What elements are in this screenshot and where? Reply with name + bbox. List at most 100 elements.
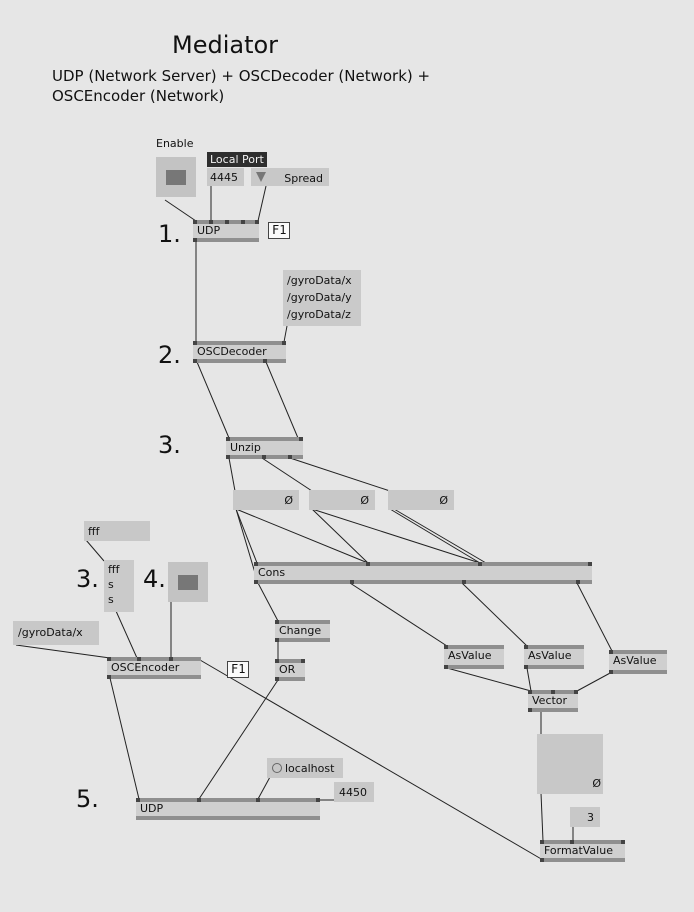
osc-encoder-node[interactable]: OSCEncoder xyxy=(107,657,201,679)
pin[interactable] xyxy=(621,840,625,844)
pin[interactable] xyxy=(366,562,370,566)
remote-port-input[interactable]: 4450 xyxy=(334,782,374,802)
wire-types-encoder xyxy=(115,610,138,659)
pin[interactable] xyxy=(551,690,555,694)
pin[interactable] xyxy=(107,675,111,679)
asvalue-label: AsValue xyxy=(528,649,572,662)
pin[interactable] xyxy=(263,359,267,363)
format-value-node[interactable]: FormatValue xyxy=(540,840,625,862)
pin[interactable] xyxy=(316,798,320,802)
node-top-bar xyxy=(226,437,303,441)
pin[interactable] xyxy=(478,562,482,566)
output-value: Ø xyxy=(284,494,293,507)
pin[interactable] xyxy=(588,562,592,566)
pin[interactable] xyxy=(282,341,286,345)
wire-cons-asvalue2 xyxy=(461,582,528,647)
pin[interactable] xyxy=(576,580,580,584)
pin[interactable] xyxy=(262,455,266,459)
pin[interactable] xyxy=(193,220,197,224)
pin[interactable] xyxy=(193,359,197,363)
pin[interactable] xyxy=(137,657,141,661)
pin[interactable] xyxy=(275,620,279,624)
pin[interactable] xyxy=(136,798,140,802)
pin[interactable] xyxy=(254,562,258,566)
pin[interactable] xyxy=(524,645,528,649)
spread-input[interactable]: Spread xyxy=(251,168,329,186)
pin[interactable] xyxy=(209,220,213,224)
vector-node[interactable]: Vector xyxy=(528,690,578,712)
node-bottom-bar xyxy=(444,665,504,669)
pin[interactable] xyxy=(193,238,197,242)
asvalue-node-2[interactable]: AsValue xyxy=(524,645,584,669)
pin[interactable] xyxy=(226,455,230,459)
pin[interactable] xyxy=(540,840,544,844)
address-list[interactable]: /gyroData/x /gyroData/y /gyroData/z xyxy=(283,270,361,326)
precision-input[interactable]: 3 xyxy=(570,807,600,827)
pin[interactable] xyxy=(444,665,448,669)
node-top-bar xyxy=(136,798,320,802)
unzip-output-3[interactable]: Ø xyxy=(388,490,454,510)
enable-toggle[interactable] xyxy=(156,157,196,197)
pin[interactable] xyxy=(255,220,259,224)
send-toggle[interactable] xyxy=(168,562,208,602)
or-node[interactable]: OR xyxy=(275,659,305,681)
pin[interactable] xyxy=(574,690,578,694)
pin[interactable] xyxy=(107,657,111,661)
subtitle-line-2: OSCEncoder (Network) xyxy=(52,87,225,105)
change-node[interactable]: Change xyxy=(275,620,330,642)
host-input[interactable]: localhost xyxy=(267,758,343,778)
pin[interactable] xyxy=(275,677,279,681)
pin[interactable] xyxy=(256,798,260,802)
pin[interactable] xyxy=(288,455,292,459)
vector-output-display[interactable]: Ø xyxy=(537,734,603,794)
pin[interactable] xyxy=(193,341,197,345)
asvalue-node-3[interactable]: AsValue xyxy=(609,650,667,674)
wire-address-encoder xyxy=(15,644,111,659)
pin[interactable] xyxy=(524,665,528,669)
udp-in-label: UDP xyxy=(197,224,221,237)
precision-value: 3 xyxy=(587,811,594,824)
unzip-output-2[interactable]: Ø xyxy=(309,490,375,510)
local-port-input[interactable]: 4445 xyxy=(207,168,244,186)
step-3: 3. xyxy=(158,431,181,459)
pin[interactable] xyxy=(570,840,574,844)
udp-in-node[interactable]: UDP xyxy=(193,220,259,242)
pin[interactable] xyxy=(462,580,466,584)
pin[interactable] xyxy=(299,437,303,441)
encoder-types-list[interactable]: fff s s xyxy=(104,560,134,612)
pin[interactable] xyxy=(254,580,258,584)
udp-out-node[interactable]: UDP xyxy=(136,798,320,820)
unzip-node[interactable]: Unzip xyxy=(226,437,303,459)
pin[interactable] xyxy=(528,708,532,712)
page-subtitle: UDP (Network Server) + OSCDecoder (Netwo… xyxy=(52,66,512,106)
pin[interactable] xyxy=(609,650,613,654)
pin[interactable] xyxy=(225,220,229,224)
local-port-value: 4445 xyxy=(210,171,238,184)
pin[interactable] xyxy=(540,858,544,862)
pin[interactable] xyxy=(275,659,279,663)
type-tag-input[interactable]: fff xyxy=(84,521,150,541)
osc-decoder-node[interactable]: OSCDecoder xyxy=(193,341,286,363)
pin[interactable] xyxy=(241,220,245,224)
wire-display-format xyxy=(540,792,544,842)
node-top-bar xyxy=(275,620,330,624)
node-bottom-bar xyxy=(609,670,667,674)
pin[interactable] xyxy=(528,690,532,694)
pin[interactable] xyxy=(444,645,448,649)
pin[interactable] xyxy=(350,580,354,584)
address-out-input[interactable]: /gyroData/x xyxy=(13,621,99,645)
pin[interactable] xyxy=(197,798,201,802)
change-label: Change xyxy=(279,624,322,637)
pin[interactable] xyxy=(275,638,279,642)
asvalue-node-1[interactable]: AsValue xyxy=(444,645,504,669)
unzip-output-1[interactable]: Ø xyxy=(233,490,299,510)
address-item: /gyroData/z xyxy=(287,308,351,321)
node-top-bar xyxy=(254,562,592,566)
toggle-knob xyxy=(166,170,186,185)
pin[interactable] xyxy=(609,670,613,674)
node-bottom-bar xyxy=(275,638,330,642)
cons-node[interactable]: Cons xyxy=(254,562,592,584)
pin[interactable] xyxy=(301,659,305,663)
pin[interactable] xyxy=(169,657,173,661)
pin[interactable] xyxy=(226,437,230,441)
